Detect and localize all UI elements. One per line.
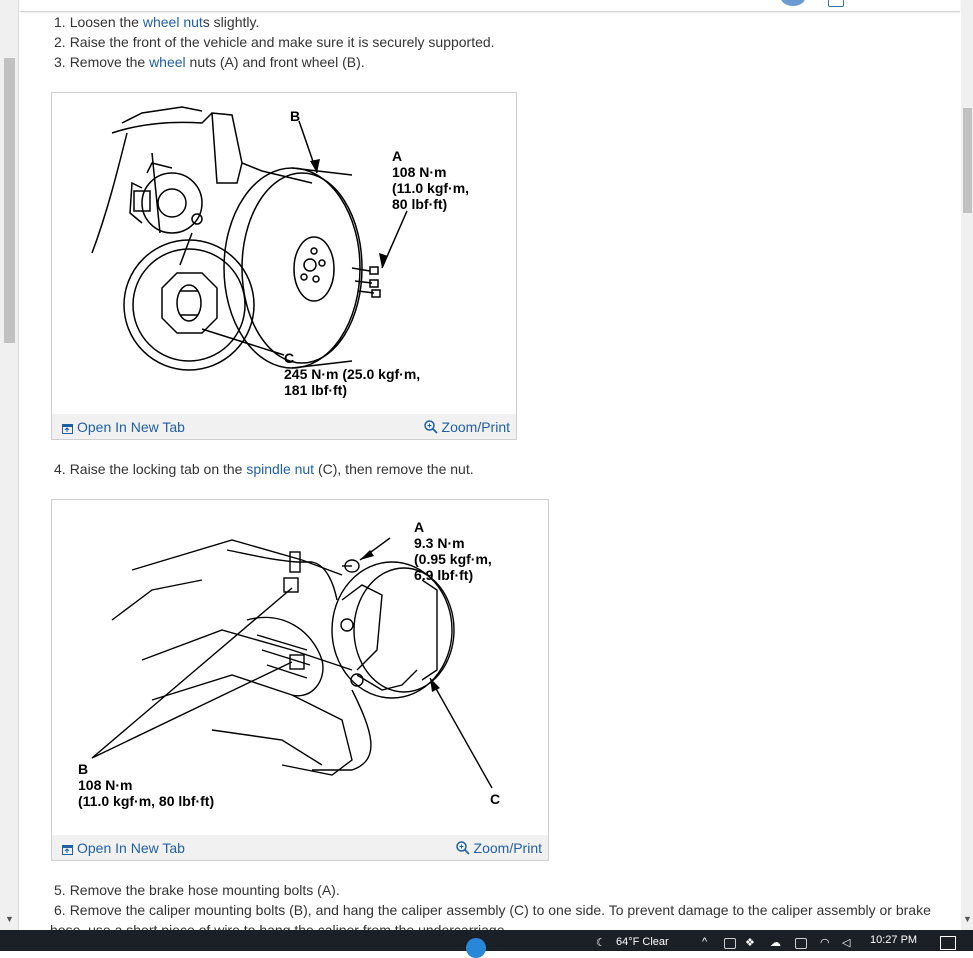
step-5: 5.Remove the brake hose mounting bolts (… [54, 882, 340, 898]
torque-a-line3: 6.9 lbf·ft) [414, 567, 473, 583]
step-number: 4. [54, 461, 66, 477]
tray-app-icon[interactable] [724, 938, 736, 949]
notification-icon[interactable] [940, 936, 956, 950]
step-text: (C), then remove the nut. [314, 461, 474, 477]
chevron-up-icon[interactable]: ^ [702, 936, 708, 948]
figure-toolbar: Open In New Tab Zoom/Print [52, 414, 516, 439]
open-in-new-tab-label: Open In New Tab [77, 419, 185, 435]
windows-taskbar: ☾ 64°F Clear ^ ❖ ☁ ◠ ◁ 10:27 PM [0, 930, 973, 958]
battery-icon[interactable] [795, 938, 807, 949]
clock[interactable]: 10:27 PM [870, 934, 918, 946]
torque-a-line1: 108 N·m [392, 164, 446, 180]
step-6: 6.Remove the caliper mounting bolts (B),… [54, 902, 931, 918]
wheel-removal-diagram: B A 108 N·m (11.0 kgf·m, 80 lbf·ft) C 24… [91, 106, 469, 398]
torque-b-line1: 108 N·m [78, 777, 132, 793]
step-number: 5. [54, 882, 66, 898]
step-text: Loosen the [69, 14, 143, 30]
label-c: C [284, 350, 294, 366]
step-text: s slightly. [202, 14, 260, 30]
torque-a-line2: (11.0 kgf·m, [392, 180, 469, 196]
step-text: Raise the locking tab on the [69, 461, 247, 477]
right-scrollbar-thumb[interactable] [963, 108, 972, 213]
step-text: nuts (A) and front wheel (B). [185, 54, 365, 70]
wifi-icon[interactable]: ◠ [820, 937, 830, 949]
wheel-nut-link[interactable]: wheel nut [142, 14, 203, 30]
zoom-print-button[interactable]: Zoom/Print [455, 840, 542, 856]
zoom-icon [455, 841, 470, 855]
open-in-new-tab-button[interactable]: Open In New Tab [62, 840, 185, 856]
step-1: 1.Loosen the wheel nuts slightly. [54, 14, 259, 30]
step-4: 4.Raise the locking tab on the spindle n… [54, 461, 474, 477]
zoom-print-label: Zoom/Print [441, 419, 510, 435]
spindle-nut-link[interactable]: spindle nut [246, 461, 315, 477]
step-2: 2.Raise the front of the vehicle and mak… [54, 34, 495, 50]
step-number: 1. [54, 14, 66, 30]
new-tab-icon [62, 845, 73, 855]
app-icon[interactable] [466, 938, 486, 958]
left-scrollbar-thumb[interactable] [4, 58, 15, 343]
step-number: 2. [54, 34, 66, 50]
weather-text[interactable]: 64°F Clear [616, 936, 669, 948]
scroll-down-arrow-icon[interactable]: ▼ [5, 914, 14, 924]
volume-icon[interactable]: ◁ [842, 937, 851, 949]
dropbox-icon[interactable]: ❖ [745, 937, 755, 949]
step-3: 3.Remove the wheel nuts (A) and front wh… [54, 54, 365, 70]
label-a: A [414, 519, 424, 535]
step-text: Remove the [69, 54, 150, 70]
step-number: 3. [54, 54, 66, 70]
scroll-down-arrow-icon[interactable]: ▼ [963, 914, 972, 924]
weather-icon[interactable]: ☾ [596, 937, 606, 949]
new-tab-icon [62, 424, 73, 434]
figure-toolbar: Open In New Tab Zoom/Print [52, 835, 548, 860]
torque-c-line1: 245 N·m (25.0 kgf·m, [284, 366, 420, 382]
open-in-new-tab-button[interactable]: Open In New Tab [62, 419, 185, 435]
torque-b-line2: (11.0 kgf·m, 80 lbf·ft) [78, 793, 214, 809]
torque-a-line1: 9.3 N·m [414, 535, 465, 551]
right-scrollbar[interactable]: ▼ [961, 0, 973, 930]
step-text: Remove the caliper mounting bolts (B), a… [69, 902, 931, 918]
zoom-icon [423, 420, 438, 434]
bookmark-icon[interactable] [828, 0, 844, 7]
label-c: C [490, 791, 500, 807]
left-scrollbar[interactable]: ▼ [0, 0, 19, 930]
torque-a-line2: (0.95 kgf·m, [414, 551, 492, 567]
wheel-link[interactable]: wheel [149, 54, 186, 70]
torque-a-line3: 80 lbf·ft) [392, 196, 447, 212]
zoom-print-label: Zoom/Print [473, 840, 542, 856]
torque-c-line2: 181 lbf·ft) [284, 382, 347, 398]
step-text: Remove the brake hose mounting bolts (A)… [69, 882, 340, 898]
figure-wheel-removal: B A 108 N·m (11.0 kgf·m, 80 lbf·ft) C 24… [51, 92, 517, 440]
profile-icon[interactable] [780, 0, 806, 6]
step-text: Raise the front of the vehicle and make … [69, 34, 495, 50]
open-in-new-tab-label: Open In New Tab [77, 840, 185, 856]
caliper-removal-diagram: A 9.3 N·m (0.95 kgf·m, 6.9 lbf·ft) B 108… [78, 519, 500, 809]
label-b: B [290, 108, 300, 124]
figure-caliper-removal: A 9.3 N·m (0.95 kgf·m, 6.9 lbf·ft) B 108… [51, 499, 549, 861]
zoom-print-button[interactable]: Zoom/Print [423, 419, 510, 435]
label-a: A [392, 148, 402, 164]
step-number: 6. [54, 902, 66, 918]
page-header [20, 0, 960, 12]
label-b: B [78, 761, 88, 777]
cloud-icon[interactable]: ☁ [770, 937, 781, 949]
